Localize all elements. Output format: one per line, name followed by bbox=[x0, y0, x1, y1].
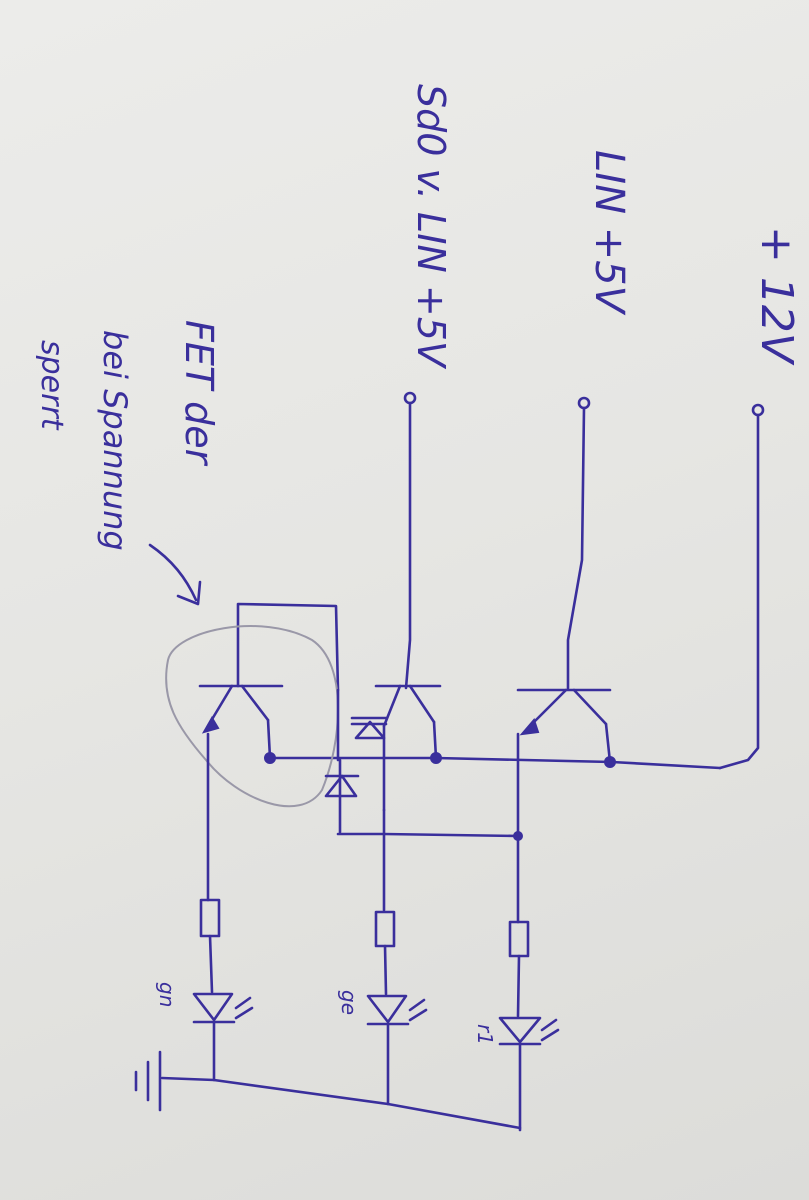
supply-12v-branch bbox=[272, 403, 765, 770]
led-left-symbol bbox=[192, 992, 234, 1022]
label-led-left: gn bbox=[155, 982, 179, 1007]
input-a-branch bbox=[566, 396, 591, 690]
terminal-12v bbox=[751, 403, 765, 417]
led-middle-symbol bbox=[366, 994, 408, 1024]
wire-left-mid bbox=[208, 934, 214, 994]
led-right-symbol bbox=[498, 1016, 542, 1044]
q3-base-loop-wire bbox=[236, 602, 340, 692]
led-branch-middle bbox=[366, 808, 428, 1106]
ground-bus-wire bbox=[160, 1076, 522, 1130]
transistor-q2 bbox=[374, 684, 442, 764]
terminal-input-b bbox=[403, 391, 417, 405]
diode-d1 bbox=[336, 688, 388, 812]
transistor-q1 bbox=[516, 688, 616, 768]
note-line-1: FET der bbox=[177, 320, 221, 467]
wire-right-mid bbox=[516, 954, 521, 1018]
label-led-right: r1 bbox=[473, 1024, 497, 1045]
diode-d2 bbox=[324, 758, 360, 834]
q2-collector-node bbox=[430, 752, 442, 764]
note-arrow bbox=[148, 543, 198, 602]
label-input-b: Sd0 v. LIN +5V bbox=[409, 84, 453, 370]
wire-middle-mid bbox=[383, 944, 388, 996]
transistor-q3 bbox=[198, 602, 340, 764]
resistor-left bbox=[199, 898, 221, 938]
terminal-input-a bbox=[577, 396, 591, 410]
note-line-3: sperrt bbox=[34, 340, 69, 431]
fet-highlight-circle bbox=[165, 625, 339, 808]
emitter-bus-wire bbox=[336, 832, 520, 838]
wire-input-b bbox=[404, 401, 412, 690]
note-line-2: bei Spannung bbox=[96, 330, 134, 551]
label-input-a: LIN +5V bbox=[586, 150, 632, 316]
led-branch-right bbox=[498, 732, 560, 1132]
ground-symbol bbox=[134, 1050, 162, 1112]
input-b-branch bbox=[403, 391, 417, 690]
wire-12v bbox=[718, 413, 760, 770]
resistor-middle bbox=[374, 910, 396, 948]
wire-input-a bbox=[566, 406, 586, 690]
led-branch-left bbox=[192, 732, 254, 1082]
collector-bus-wire bbox=[272, 756, 722, 770]
resistor-right bbox=[508, 920, 530, 958]
q1-collector-node bbox=[604, 756, 616, 768]
q3-collector-node bbox=[264, 752, 276, 764]
label-supply-12v: + 12V bbox=[751, 226, 802, 366]
label-led-middle: ge bbox=[337, 990, 361, 1015]
